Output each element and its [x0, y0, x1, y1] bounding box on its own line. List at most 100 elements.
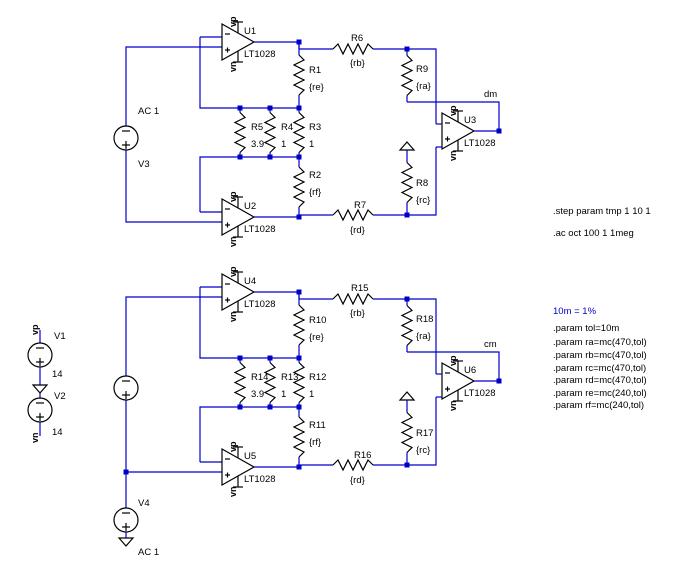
- vp-net-label: vp: [228, 441, 238, 452]
- supply-ref: V1: [54, 331, 66, 342]
- source-ref: V3: [138, 159, 150, 170]
- feedback-wire: [199, 37, 299, 109]
- param-directive: .param ra=mc(470,tol): [553, 337, 647, 348]
- resistor-R18: [400, 305, 414, 346]
- opamp-ref: U6: [464, 365, 476, 376]
- resistor-value: {rf}: [309, 437, 321, 448]
- vp-net-label: vp: [30, 324, 40, 335]
- resistor-value: {rf}: [309, 187, 321, 198]
- resistor-value: 1: [309, 389, 314, 400]
- opamp-model: LT1028: [244, 224, 276, 235]
- resistor-ref: R15: [351, 283, 368, 294]
- resistor-value: {ra}: [416, 331, 431, 342]
- resistor-value: {rd}: [350, 225, 365, 236]
- source-value: AC 1: [138, 106, 159, 117]
- param-directive: .param re=mc(240,tol): [553, 388, 647, 399]
- resistor-ref: R18: [416, 314, 433, 325]
- resistor-value: {rb}: [350, 58, 365, 69]
- resistor-R10: [292, 304, 306, 346]
- u3-minus-wire: [407, 48, 437, 124]
- opamp-ref: U4: [244, 276, 256, 287]
- resistor-value: {re}: [309, 82, 324, 93]
- vp-net-label: vp: [228, 191, 238, 202]
- supply-value: 14: [52, 369, 63, 380]
- ground-symbol: [31, 384, 49, 394]
- resistor-R6: [332, 42, 374, 56]
- supply-value: 14: [52, 427, 63, 438]
- resistor-R8: [400, 162, 414, 203]
- resistor-R3: [292, 112, 306, 153]
- param-directive: .param rd=mc(470,tol): [553, 375, 647, 386]
- param-directive: .param rc=mc(470,tol): [553, 363, 646, 374]
- resistor-ref: R14: [251, 372, 268, 383]
- resistor-ref: R1: [309, 65, 321, 76]
- vp-net-label: vp: [448, 105, 458, 116]
- resistor-R16: [332, 458, 374, 472]
- resistor-ref: R13: [281, 372, 298, 383]
- resistor-R1: [292, 54, 306, 96]
- vn-net-label: vn: [228, 311, 238, 322]
- resistor-value: {ra}: [416, 81, 431, 92]
- junction-dot: [496, 128, 502, 134]
- vn-net-label: vn: [228, 486, 238, 497]
- resistor-ref: R11: [309, 420, 326, 431]
- u3-plus-wire: [407, 397, 437, 466]
- opamp-model: LT1028: [244, 474, 276, 485]
- param-directive: .param tol=10m: [553, 323, 619, 334]
- resistor-ref: R8: [416, 178, 428, 189]
- input-wire-bottom: [125, 400, 200, 473]
- vn-net-label: vn: [30, 432, 40, 443]
- feedback-wire: [199, 287, 299, 359]
- vn-net-label: vn: [228, 61, 238, 72]
- source-ref: V4: [138, 498, 150, 509]
- input-wire-bottom: [125, 150, 200, 223]
- resistor-ref: R7: [354, 200, 366, 211]
- resistor-ref: R5: [251, 122, 263, 133]
- opamp-ref: U2: [244, 201, 256, 212]
- opamp-model: LT1028: [244, 49, 276, 60]
- output-net-label: cm: [484, 339, 497, 350]
- opamp-ref: U3: [464, 115, 476, 126]
- resistor-ref: R12: [309, 372, 326, 383]
- resistor-R12: [292, 362, 306, 403]
- resistor-R7: [332, 208, 374, 222]
- resistor-R15: [332, 292, 374, 306]
- ac-source-V4: [113, 375, 139, 401]
- input-wire-top: [125, 46, 200, 126]
- resistor-value: {rb}: [350, 308, 365, 319]
- feedback-wire: [199, 156, 299, 212]
- param-directive: .param rf=mc(240,tol): [553, 400, 644, 411]
- param-directive: .param rb=mc(470,tol): [553, 350, 647, 361]
- opamp-ref: U1: [244, 26, 256, 37]
- resistor-ref: R10: [309, 315, 326, 326]
- resistor-ref: R4: [281, 122, 293, 133]
- resistor-ref: R6: [351, 33, 363, 44]
- opamp-model: LT1028: [464, 138, 496, 149]
- opamp-model: LT1028: [464, 388, 496, 399]
- input-wire-top: [125, 296, 200, 376]
- u3-feedback-wire: [407, 351, 500, 381]
- resistor-value: 3.9: [251, 139, 264, 150]
- feedback-wire: [199, 406, 299, 462]
- comment-note: 10m = 1%: [553, 306, 597, 317]
- vp-net-label: vp: [228, 16, 238, 27]
- resistor-value: 3.9: [251, 389, 264, 400]
- resistor-R17: [400, 412, 414, 453]
- ac-directive: .ac oct 100 1 1meg: [553, 228, 634, 239]
- resistor-value: 1: [281, 139, 286, 150]
- u3-minus-wire: [407, 298, 437, 374]
- resistor-R13: [263, 362, 277, 403]
- resistor-R14: [233, 362, 247, 403]
- opamp-model: LT1028: [244, 299, 276, 310]
- junction-dot: [123, 469, 129, 475]
- u3-plus-wire: [407, 147, 437, 216]
- resistor-value: {rc}: [416, 445, 430, 456]
- vp-net-label: vp: [448, 355, 458, 366]
- vn-net-label: vn: [228, 236, 238, 247]
- step-directive: .step param tmp 1 10 1: [553, 206, 651, 217]
- reference-symbol: [398, 141, 416, 151]
- resistor-R2: [292, 166, 306, 208]
- resistor-R5: [233, 112, 247, 153]
